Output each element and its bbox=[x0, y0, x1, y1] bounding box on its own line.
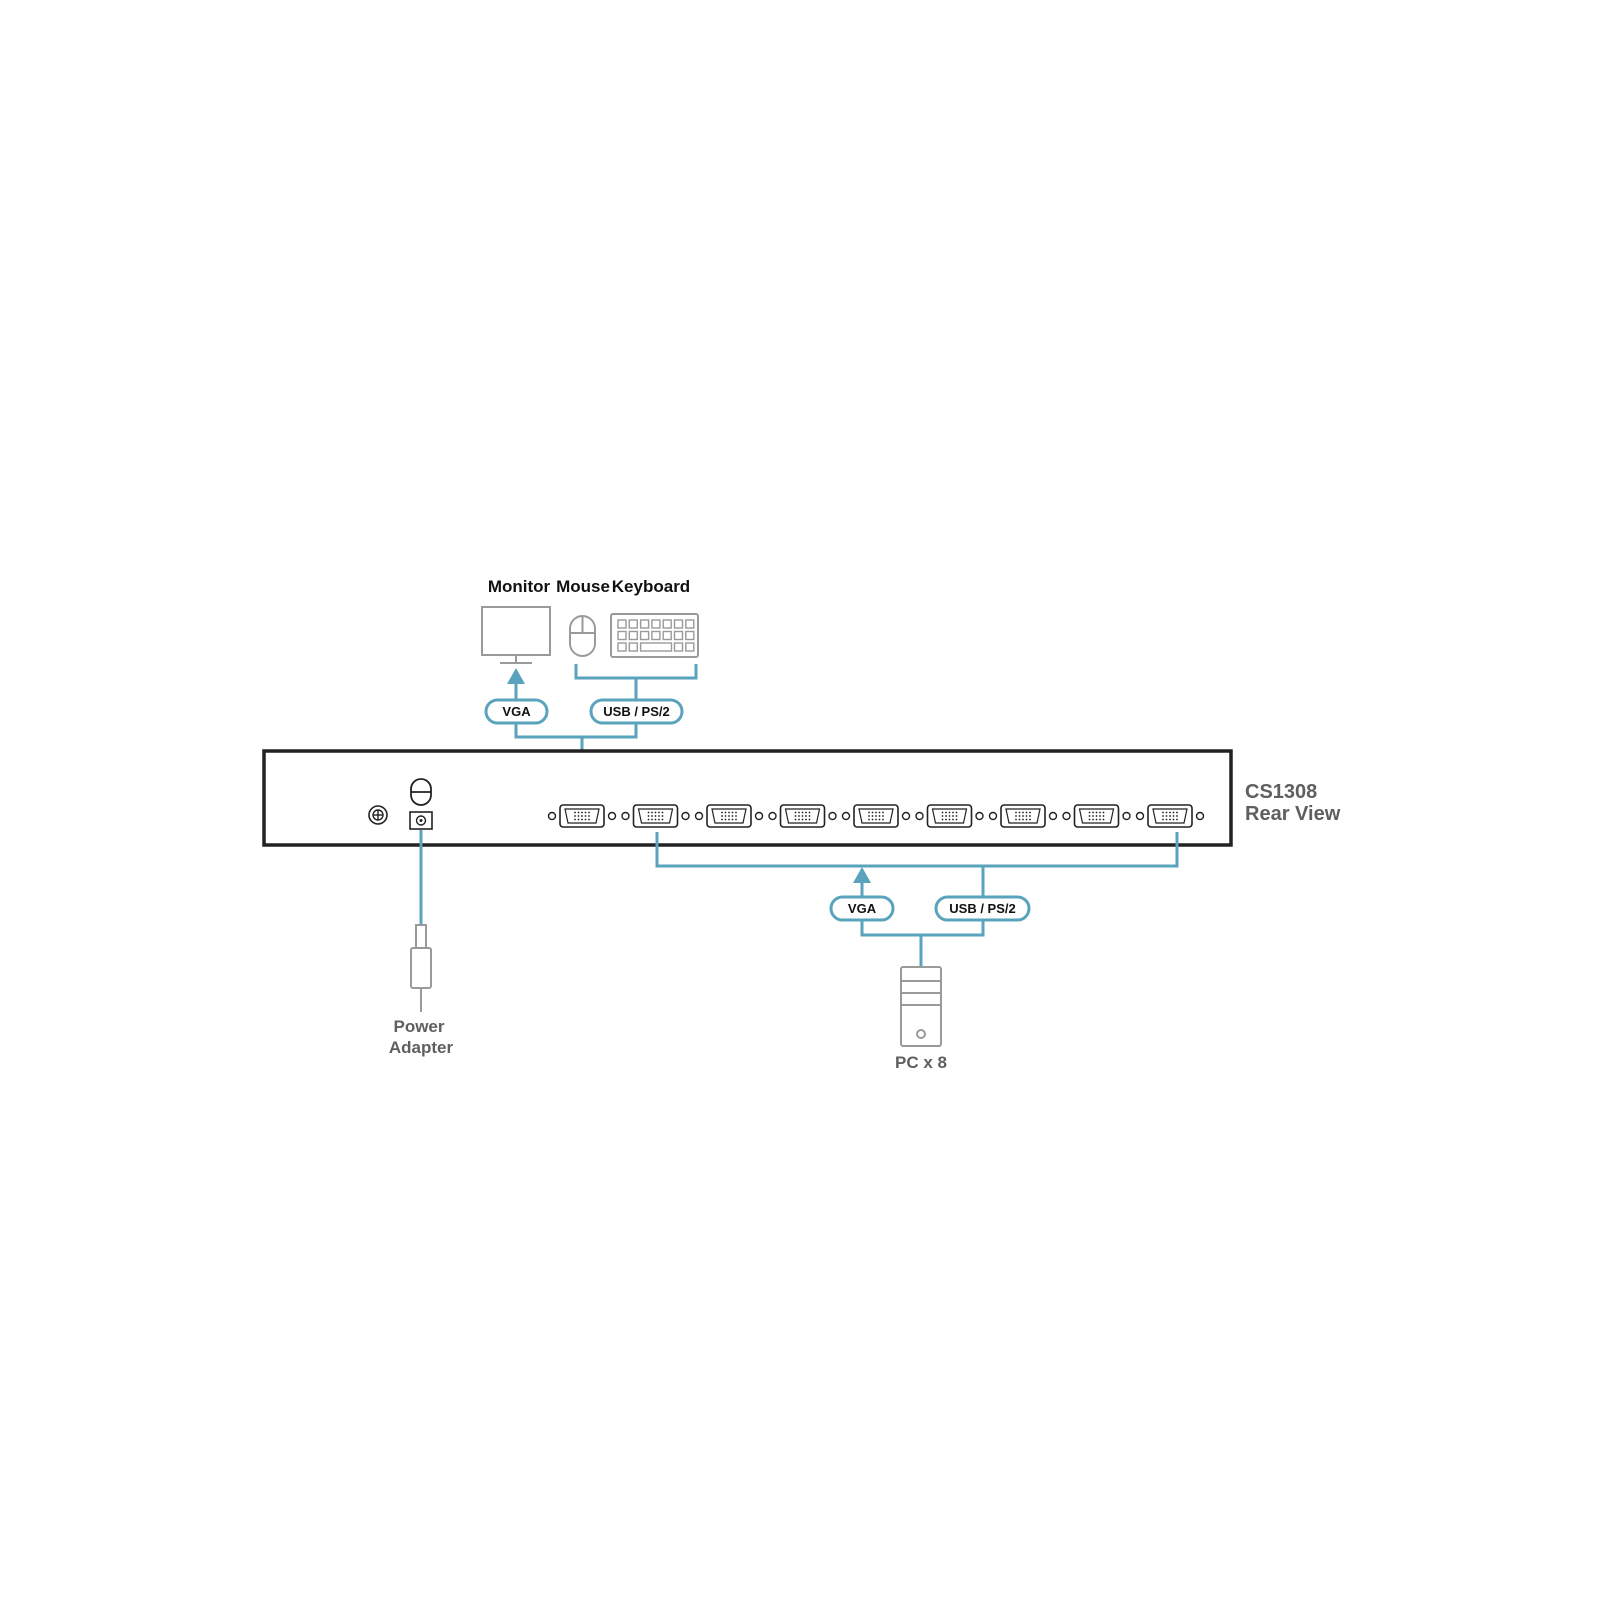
top-usb-ps2-connector: USB / PS/2 bbox=[589, 698, 684, 725]
kvm-chassis bbox=[262, 749, 1233, 847]
view-label: Rear View bbox=[1245, 803, 1341, 825]
pc-port-3 bbox=[768, 804, 837, 828]
pc-port-5 bbox=[915, 804, 984, 828]
pc-tower-icon bbox=[900, 966, 942, 1047]
keyboard-icon bbox=[610, 613, 699, 658]
pc-port-2 bbox=[694, 804, 764, 828]
bottom-usb-ps2-label: USB / PS/2 bbox=[949, 901, 1015, 916]
bottom-vga-connector: VGA bbox=[829, 895, 895, 922]
pc-port-6 bbox=[988, 804, 1058, 828]
pc-port-1 bbox=[621, 804, 690, 828]
pc-port-4 bbox=[841, 804, 911, 828]
port-row bbox=[547, 804, 1205, 828]
power-switch-icon bbox=[410, 778, 432, 806]
power-jack-icon bbox=[409, 811, 433, 830]
model-label: CS1308 bbox=[1245, 781, 1317, 803]
console-vga-port bbox=[547, 804, 617, 828]
mouse-label: Mouse bbox=[556, 577, 610, 596]
ground-icon bbox=[368, 805, 388, 825]
top-vga-label: VGA bbox=[502, 704, 531, 719]
pc-port-8 bbox=[1135, 804, 1205, 828]
bottom-usb-ps2-connector: USB / PS/2 bbox=[934, 895, 1031, 922]
pc-label: PC x 8 bbox=[895, 1053, 947, 1072]
bottom-vga-label: VGA bbox=[848, 901, 877, 916]
monitor-icon bbox=[481, 606, 551, 664]
top-vga-connector: VGA bbox=[484, 698, 549, 725]
top-usb-ps2-label: USB / PS/2 bbox=[603, 704, 669, 719]
power-label-line2: Adapter bbox=[389, 1038, 454, 1057]
pc-port-7 bbox=[1062, 804, 1131, 828]
power-adapter-icon bbox=[410, 924, 432, 1012]
power-label-line1: Power bbox=[393, 1017, 444, 1036]
monitor-label: Monitor bbox=[488, 577, 551, 596]
keyboard-label: Keyboard bbox=[612, 577, 690, 596]
mouse-icon bbox=[569, 615, 596, 657]
bottom-cables bbox=[655, 832, 1179, 967]
